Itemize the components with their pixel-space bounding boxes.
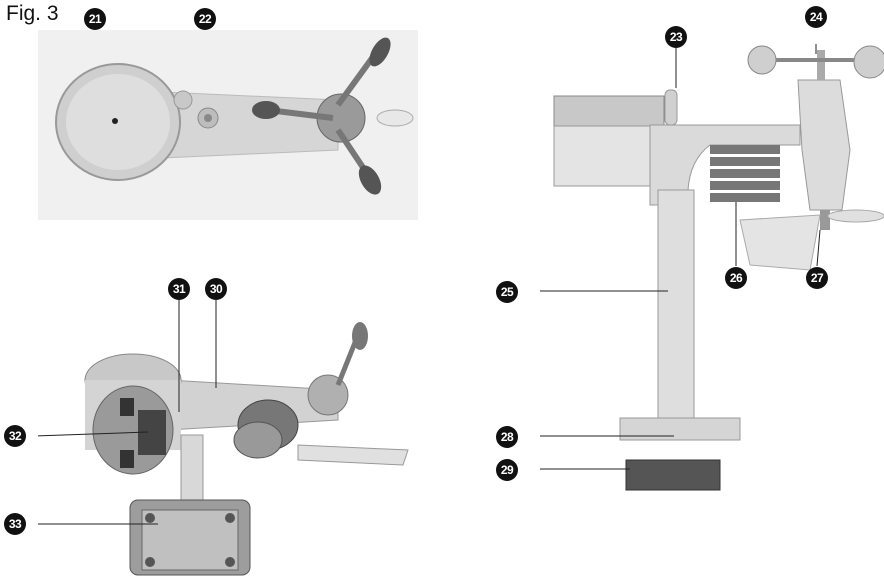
top-view-drawing: [38, 30, 418, 220]
figure-title: Fig. 3: [6, 2, 59, 25]
top-view-panel: 21 22: [38, 8, 418, 220]
callout-24: 24: [805, 6, 827, 28]
rear-view-drawing: [38, 300, 409, 576]
callout-32: 32: [4, 425, 26, 447]
rear-view-panel: 30 31 32 33: [4, 278, 418, 579]
radiation-shield: [710, 145, 780, 202]
callout-27: 27: [806, 267, 828, 289]
callout-21: 21: [84, 8, 106, 30]
callout-31: 31: [168, 278, 190, 300]
callout-25: 25: [496, 281, 518, 303]
callout-23: 23: [665, 26, 687, 48]
front-view-drawing: [540, 44, 884, 491]
callout-33: 33: [4, 513, 26, 535]
callout-29: 29: [496, 459, 518, 481]
callout-26: 26: [725, 267, 747, 289]
callout-22: 22: [194, 8, 216, 30]
callout-30: 30: [205, 278, 227, 300]
callout-28: 28: [496, 426, 518, 448]
front-view-panel: 23 24 25 26 27 28 29: [496, 6, 884, 500]
